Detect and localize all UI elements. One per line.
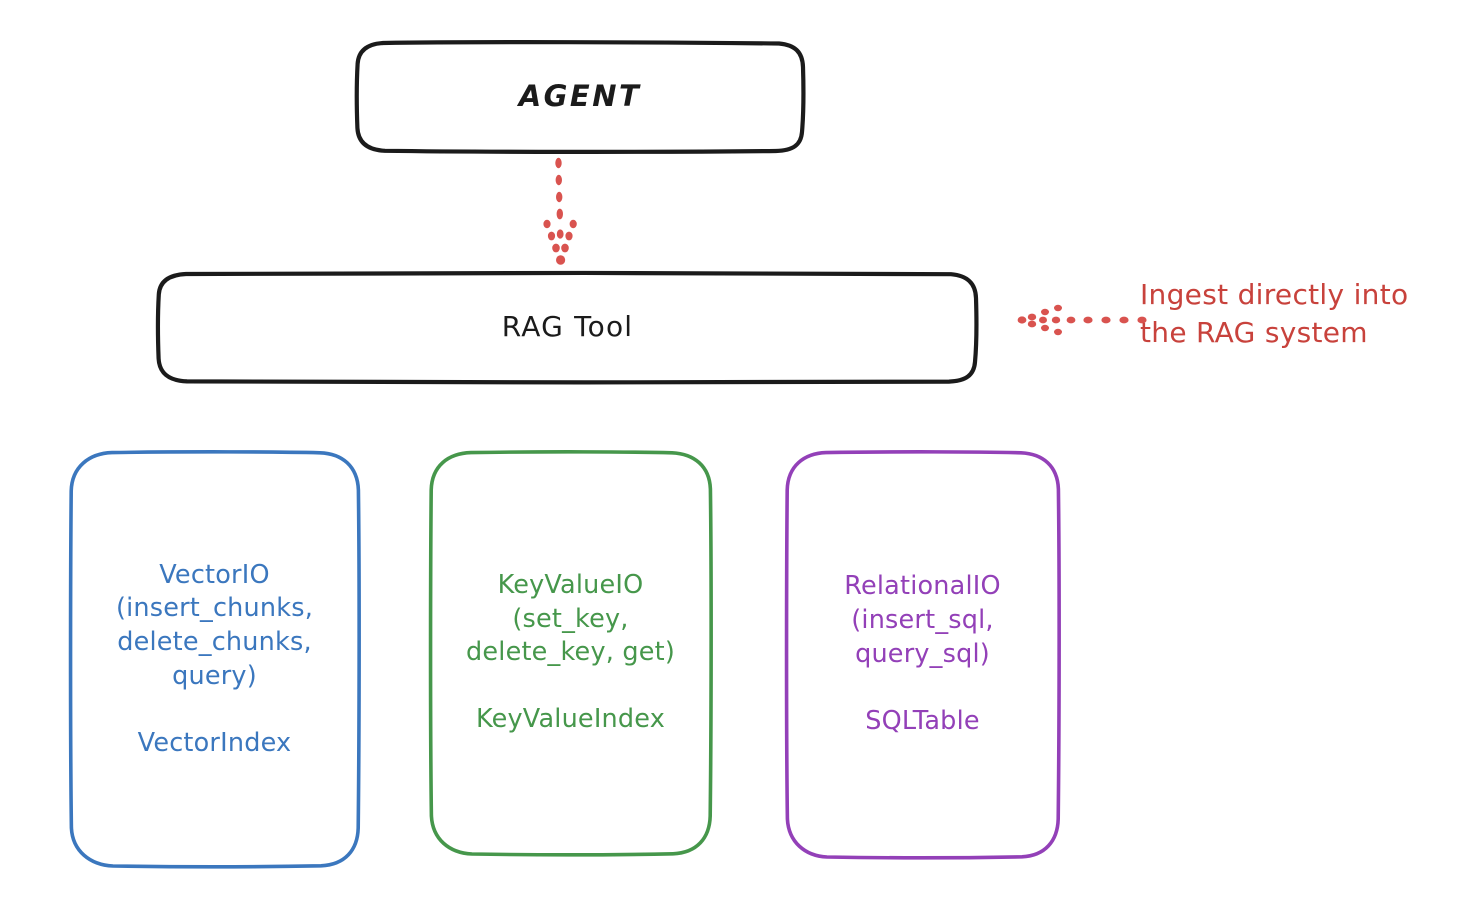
node-relational-io[interactable]: RelationalIO (insert_sql, query_sql) SQL… xyxy=(784,450,1061,860)
node-agent[interactable]: AGENT xyxy=(354,40,806,154)
vector-io-label: VectorIO (insert_chunks, delete_chunks, … xyxy=(115,559,314,758)
node-key-value-io[interactable]: KeyValueIO (set_key, delete_key, get) Ke… xyxy=(428,450,713,857)
connector-ingest-note-to-rag-tool xyxy=(1017,304,1147,336)
connector-agent-to-rag-tool xyxy=(543,157,577,265)
relational-io-label: RelationalIO (insert_sql, query_sql) SQL… xyxy=(844,571,1001,736)
rag-tool-label: RAG Tool xyxy=(501,310,634,344)
ingest-annotation-text: Ingest directly into the RAG system xyxy=(1140,278,1409,349)
agent-label: AGENT xyxy=(518,78,642,113)
node-rag-tool[interactable]: RAG Tool xyxy=(155,270,979,385)
key-value-io-label: KeyValueIO (set_key, delete_key, get) Ke… xyxy=(466,569,675,735)
node-vector-io[interactable]: VectorIO (insert_chunks, delete_chunks, … xyxy=(68,450,361,869)
